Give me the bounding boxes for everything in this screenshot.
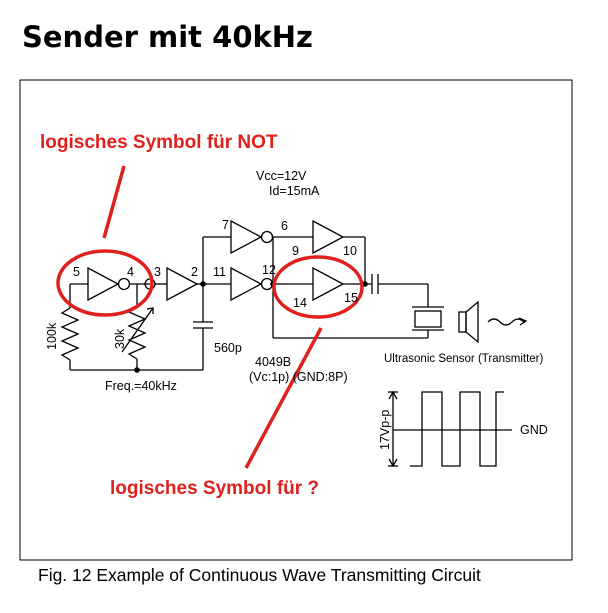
pin-label-3: 3 — [154, 265, 161, 279]
pin-label-14: 14 — [293, 296, 307, 310]
resistor-30k-label: 30k — [113, 328, 127, 349]
pin-label-6: 6 — [281, 219, 288, 233]
arrow-unknown-gate — [244, 327, 323, 469]
inverter-gate-9-10 — [312, 219, 345, 255]
ic-pins: (Vc:1p) (GND:8P) — [249, 370, 348, 384]
pin-label-7: 7 — [222, 218, 229, 232]
resistor-30k — [127, 306, 147, 360]
supply-voltage: Vcc=12V — [256, 169, 307, 183]
resistor-100k-label: 100k — [45, 322, 59, 350]
diagram-frame — [19, 79, 573, 561]
frequency-label: Freq.=40kHz — [105, 379, 177, 393]
highlight-unknown-gate — [272, 255, 364, 319]
figure-caption: Fig. 12 Example of Continuous Wave Trans… — [38, 565, 481, 585]
pin-label-10: 10 — [343, 244, 357, 258]
resistor-100k — [60, 307, 80, 361]
highlight-not-gate — [56, 249, 154, 317]
inverter-bubble-5-4 — [117, 277, 131, 291]
annotation-not-symbol: logisches Symbol für NOT — [40, 132, 278, 153]
pin-label-4: 4 — [127, 265, 134, 279]
page-title: Sender mit 40kHz — [22, 20, 313, 54]
ic-name: 4049B — [255, 355, 291, 369]
pin-label-12: 12 — [262, 263, 276, 277]
inverter-gate-14-15 — [312, 266, 345, 302]
amplitude-label: 17Vp-p — [378, 410, 392, 450]
ground-label: GND — [520, 423, 548, 437]
inverter-gate-11-12 — [230, 266, 263, 302]
inverter-gate-3-2 — [166, 266, 199, 302]
sound-wave-icon — [487, 318, 525, 326]
inverter-gate-7-6 — [230, 219, 263, 255]
arrow-not-gate — [102, 165, 126, 239]
transducer-crystal — [414, 310, 442, 328]
speaker-horn — [465, 300, 479, 344]
capacitor-value: 560p — [214, 341, 242, 355]
pin-label-11: 11 — [213, 265, 226, 279]
supply-current: Id=15mA — [269, 184, 320, 198]
pin-label-2: 2 — [191, 265, 198, 279]
pin-label-9: 9 — [292, 244, 299, 258]
annotation-unknown-symbol: logisches Symbol für ? — [110, 478, 319, 499]
transducer-label: Ultrasonic Sensor (Transmitter) — [384, 353, 544, 365]
pin-label-15: 15 — [344, 291, 358, 305]
square-wave — [410, 391, 504, 467]
pin-label-5: 5 — [73, 265, 80, 279]
transducer-body — [458, 311, 467, 333]
inverter-gate-5-4 — [87, 266, 120, 302]
